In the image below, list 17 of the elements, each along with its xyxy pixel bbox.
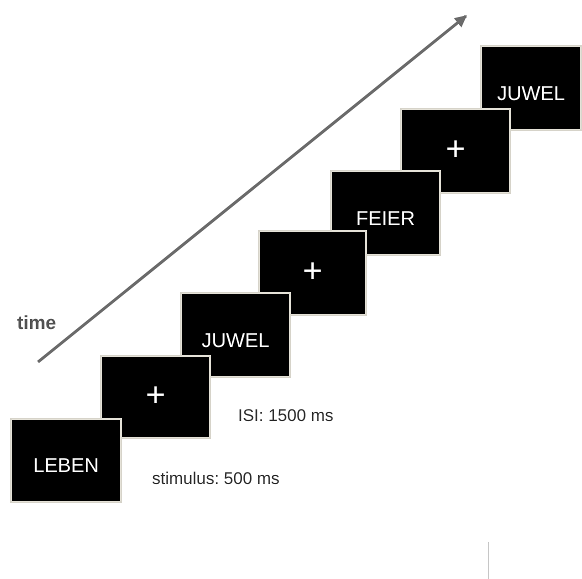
stimulus-screen	[480, 45, 582, 131]
stimulus-screen	[258, 230, 367, 316]
stimulus-screen	[10, 418, 122, 503]
time-label: time	[17, 313, 56, 335]
stimulus-screen	[330, 170, 441, 256]
stimulus-screen	[100, 355, 211, 439]
stimulus-word: LEBEN	[33, 455, 99, 478]
stimulus-word: FEIER	[356, 208, 415, 230]
stimulus-screen	[180, 292, 291, 378]
stimulus-word: JUWEL	[202, 330, 270, 352]
fixation-cross: +	[146, 376, 166, 414]
duration-label: stimulus: 500 ms	[152, 469, 280, 489]
stimulus-word: JUWEL	[497, 82, 565, 106]
fixation-cross: +	[302, 252, 322, 290]
duration-label: ISI: 1500 ms	[238, 406, 334, 426]
stimulus-screen	[400, 108, 511, 194]
fixation-cross: +	[446, 130, 466, 168]
